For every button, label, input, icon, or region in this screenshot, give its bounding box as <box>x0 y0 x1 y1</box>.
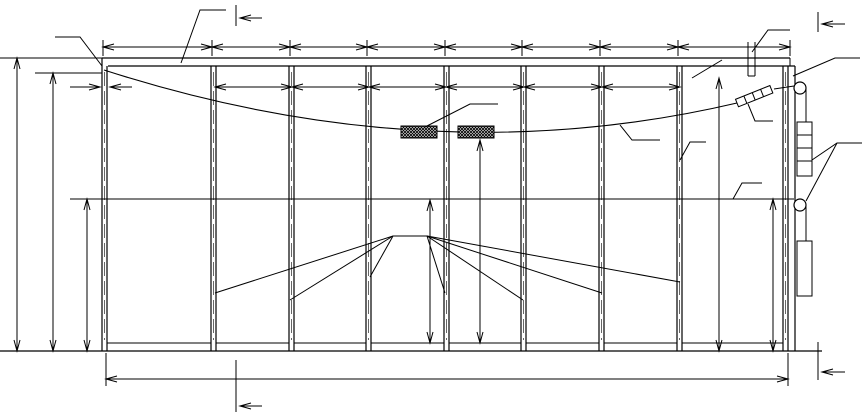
leader-lower-pulley <box>805 142 838 202</box>
leader-top-left-corner <box>55 36 103 67</box>
wire-height-dimension-right-arrow-bottom <box>769 339 777 353</box>
section-arrow-bottom-right-head <box>820 368 834 376</box>
upper-counterweight-stack <box>796 121 813 177</box>
posts-leader-line <box>426 235 681 283</box>
cable-weight-left <box>400 125 438 139</box>
lower-counterweight <box>796 240 813 297</box>
weight-height-dimension-arrow-bottom <box>476 331 484 345</box>
sagging-cable <box>103 69 738 133</box>
leader-post <box>679 141 706 161</box>
cable-weight-right <box>457 125 495 139</box>
inner-dimension-chain-arrow-right <box>668 83 682 91</box>
posts-leader-line <box>426 235 524 301</box>
top-dimension-chain-arrow-right <box>778 43 792 51</box>
wire-height-dimension-left-arrow-bottom <box>83 339 91 353</box>
turnbuckle-body <box>734 84 774 108</box>
leader-counterweight <box>811 142 862 161</box>
wire-height-dimension-center-arrow-top <box>426 198 434 212</box>
inner-dimension-chain-arrow-left <box>444 83 458 91</box>
turnbuckle-segment-line <box>751 92 756 101</box>
cable-to-pulley-line <box>773 85 795 90</box>
turnbuckle <box>734 84 774 108</box>
wire-height-dimension-center-arrow-bottom <box>426 331 434 345</box>
bottom-dimension-arrow-left <box>104 375 118 383</box>
lower-pulley <box>793 198 807 212</box>
cable-anchor-height-dimension-arrow-bottom <box>49 339 57 353</box>
inner-dimension-chain-arrow-left <box>367 83 381 91</box>
top-dimension-chain-arrow-left <box>520 43 534 51</box>
inner-dimension-chain-arrow-left <box>600 83 614 91</box>
leader-frame-corner <box>792 57 860 77</box>
top-dimension-chain-arrow-left <box>676 43 690 51</box>
cable-height-dimension-right-arrow-top <box>715 76 723 90</box>
leader-top-right-beam <box>691 59 723 79</box>
upper-pulley <box>793 81 807 95</box>
bottom-dimension-arrow-right <box>776 375 790 383</box>
overall-height-dimension-arrow-bottom <box>13 339 21 353</box>
leader-clamp <box>751 29 790 53</box>
top-dimension-chain-arrow-left <box>101 43 115 51</box>
overall-height-dimension-arrow-top <box>13 56 21 70</box>
leader-top-beam <box>180 9 226 64</box>
left-end-dimension-arrow <box>108 83 122 91</box>
top-dimension-chain-arrow-left <box>443 43 457 51</box>
leader-turnbuckle <box>747 103 773 122</box>
section-arrow-top-left-head <box>238 14 252 22</box>
cable-anchor-height-dimension-arrow-top <box>49 71 57 85</box>
leader-weights <box>424 103 498 128</box>
posts-leader-line <box>369 235 394 278</box>
left-end-dimension-arrow <box>88 83 102 91</box>
posts-leader-line <box>426 235 446 294</box>
section-arrow-top-right-head <box>820 20 834 28</box>
posts-leader-line <box>214 235 394 294</box>
inner-dimension-chain-arrow-left <box>522 83 536 91</box>
inner-dimension-chain-arrow-left <box>290 83 304 91</box>
top-dimension-chain-arrow-left <box>598 43 612 51</box>
top-dimension-chain-arrow-left <box>210 43 224 51</box>
cable-height-dimension-right-arrow-bottom <box>715 339 723 353</box>
weight-height-dimension-arrow-top <box>476 138 484 152</box>
top-dimension-chain-arrow-left <box>365 43 379 51</box>
turnbuckle-segment-line <box>760 89 765 97</box>
section-arrow-bottom-left-head <box>238 402 252 410</box>
posts-leader-line <box>289 235 394 301</box>
inner-dimension-chain-arrow-left <box>213 83 227 91</box>
posts-leader-line <box>426 235 603 294</box>
turnbuckle-segment-line <box>743 95 748 104</box>
leader-horizontal-wire <box>732 182 762 200</box>
top-dimension-chain-arrow-left <box>288 43 302 51</box>
leader-cable <box>619 124 660 141</box>
